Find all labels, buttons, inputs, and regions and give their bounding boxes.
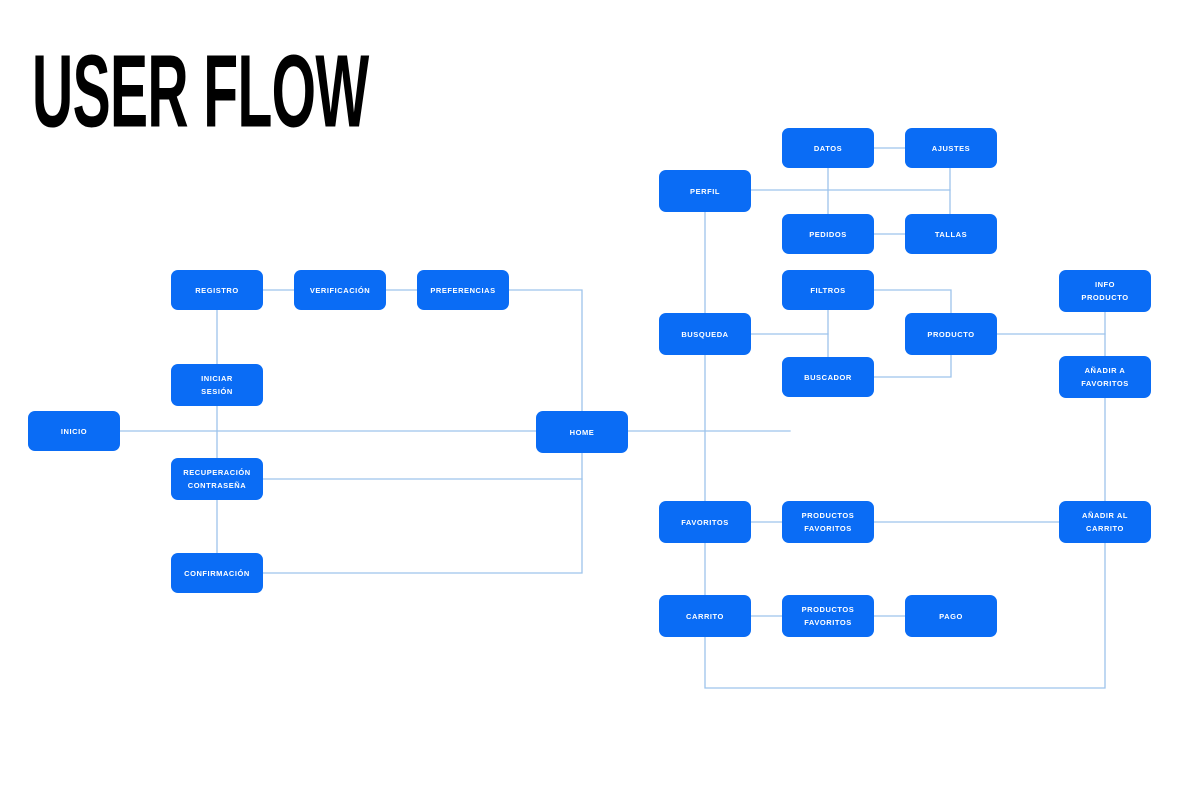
flow-node-recuperacion[interactable]: RECUPERACIÓN CONTRASEÑA [171,458,263,500]
flow-node-pedidos[interactable]: PEDIDOS [782,214,874,254]
flow-node-label: BUSQUEDA [681,329,729,339]
flow-node-pago[interactable]: PAGO [905,595,997,637]
flow-node-info-producto[interactable]: INFO PRODUCTO [1059,270,1151,312]
flow-node-productos-fav-1[interactable]: PRODUCTOS FAVORITOS [782,501,874,543]
flow-node-label: DATOS [813,143,843,153]
flow-node-label: PRODUCTOS [801,605,855,614]
flow-node-registro[interactable]: REGISTRO [171,270,263,310]
flow-node-label: FILTROS [810,285,846,295]
flow-node-label: PREFERENCIAS [430,285,496,295]
flow-node-home[interactable]: HOME [536,411,628,453]
flow-node-anadir-favoritos[interactable]: AÑADIR A FAVORITOS [1059,356,1151,398]
flow-node-label: PEDIDOS [809,229,847,239]
flow-node-label: HOME [569,427,595,437]
flow-node-datos[interactable]: DATOS [782,128,874,168]
flow-node-label: INICIO [60,426,88,436]
flow-node-label: REGISTRO [195,285,239,295]
flow-node-ajustes[interactable]: AJUSTES [905,128,997,168]
flow-node-label: TALLAS [934,229,968,239]
flow-node-label: FAVORITOS [804,524,852,533]
flow-edge-filtros-to-producto [873,289,952,314]
flow-node-confirmacion[interactable]: CONFIRMACIÓN [171,553,263,593]
flow-node-perfil[interactable]: PERFIL [659,170,751,212]
flow-node-label: INFO [1094,280,1116,289]
flow-edge-carrito-to-bottom-loop [704,542,1106,689]
flow-node-label: CARRITO [686,611,724,621]
flow-node-label: PAGO [939,611,963,621]
flow-node-filtros[interactable]: FILTROS [782,270,874,310]
flow-node-label: AÑADIR A [1084,366,1126,375]
flow-node-label: PERFIL [690,186,720,196]
flow-node-favoritos[interactable]: FAVORITOS [659,501,751,543]
flow-node-inicio[interactable]: INICIO [28,411,120,451]
flow-node-label: AÑADIR AL [1082,511,1128,520]
flow-node-label: BUSCADOR [804,372,852,382]
flow-node-anadir-carrito[interactable]: AÑADIR AL CARRITO [1059,501,1151,543]
flow-node-iniciar-sesion[interactable]: INICIAR SESIÓN [171,364,263,406]
flow-node-label: FAVORITOS [681,517,729,527]
flow-node-label: PRODUCTO [927,329,975,339]
flow-node-label: FAVORITOS [804,618,852,627]
flow-node-producto[interactable]: PRODUCTO [905,313,997,355]
flow-node-busqueda[interactable]: BUSQUEDA [659,313,751,355]
flow-node-label: PRODUCTO [1081,293,1129,302]
flow-edge-preferencias-to-home [508,289,583,412]
flow-edge-confirmacion-to-home-spine [262,452,583,574]
flow-node-label: CONFIRMACIÓN [184,568,250,578]
flow-node-label: FAVORITOS [1081,379,1129,388]
flow-node-verificacion[interactable]: VERIFICACIÓN [294,270,386,310]
flow-node-carrito[interactable]: CARRITO [659,595,751,637]
flow-node-productos-fav-2[interactable]: PRODUCTOS FAVORITOS [782,595,874,637]
flow-node-label: CONTRASEÑA [187,481,247,490]
flow-node-label: VERIFICACIÓN [309,285,371,295]
page-title: USER FLOW [32,34,369,149]
flow-node-label: CARRITO [1086,524,1124,533]
flow-node-label: RECUPERACIÓN [183,468,251,477]
flow-edge-buscador-to-producto [873,354,952,378]
flow-node-buscador[interactable]: BUSCADOR [782,357,874,397]
flow-node-label: INICIAR [201,374,233,383]
flow-node-preferencias[interactable]: PREFERENCIAS [417,270,509,310]
flow-node-tallas[interactable]: TALLAS [905,214,997,254]
flow-node-label: PRODUCTOS [801,511,855,520]
flow-node-label: SESIÓN [201,387,233,396]
flow-node-label: AJUSTES [931,143,971,153]
